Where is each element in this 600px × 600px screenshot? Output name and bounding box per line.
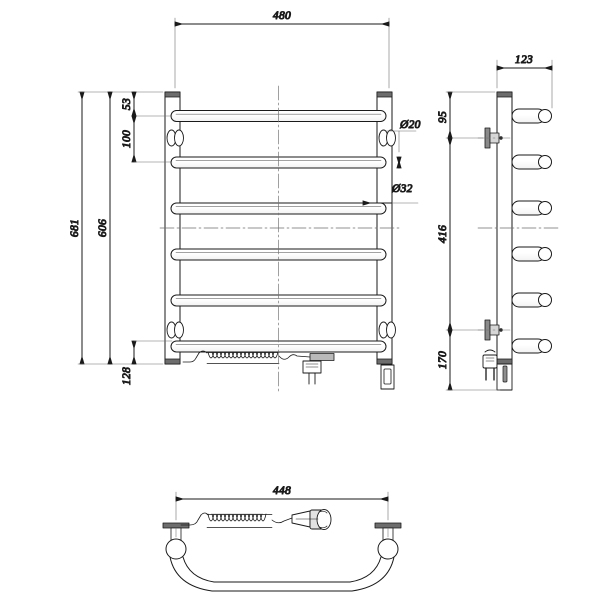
dim-top-offset: 53: [121, 98, 133, 110]
top-plug: [291, 509, 332, 530]
wall-bracket-bottom: [477, 319, 513, 341]
dim-bracket-span: 416: [437, 225, 449, 243]
side-rungs: [511, 108, 552, 354]
front-switch-box: [380, 364, 395, 390]
dim-top-width: 448: [273, 485, 291, 497]
front-dimensions: 480 681 606 53 100 128 Ø20 Ø32: [69, 10, 421, 386]
dim-side-depth: 123: [515, 54, 533, 66]
dim-tube-diameter-large: Ø32: [391, 183, 413, 195]
top-view: [162, 509, 402, 592]
rung-profile: [511, 246, 552, 262]
dim-bottom-offset: 128: [121, 367, 133, 385]
top-right-endcap: [374, 522, 402, 560]
side-switch-box: [496, 363, 513, 391]
side-dimensions: 123 95 416 170: [437, 54, 553, 391]
dim-frame-height: 606: [97, 219, 109, 237]
dim-front-width: 480: [273, 10, 291, 22]
dim-rung-pitch: 100: [121, 130, 133, 148]
rung-profile: [511, 200, 552, 216]
top-coiled-cord: [180, 512, 293, 528]
rung-profile: [511, 338, 552, 354]
side-plug: [482, 349, 498, 381]
rung-profile: [511, 154, 552, 170]
front-plug: [302, 360, 322, 385]
dim-bracket-bottom: 170: [437, 351, 449, 369]
side-view: [477, 91, 561, 391]
front-view: [159, 85, 401, 393]
dim-bracket-top: 95: [437, 111, 449, 123]
cord-coil: [206, 351, 280, 364]
rung-profile: [511, 292, 552, 308]
front-centre-lines: [159, 85, 401, 393]
top-cord-coil: [206, 513, 273, 528]
top-left-endcap: [162, 522, 190, 560]
dim-tube-diameter-small: Ø20: [399, 119, 421, 131]
dim-total-height: 681: [69, 219, 81, 237]
wall-bracket-top: [477, 127, 513, 149]
rung-profile: [511, 108, 552, 124]
coiled-cord: [182, 350, 335, 364]
top-dimensions: 448: [175, 485, 389, 521]
